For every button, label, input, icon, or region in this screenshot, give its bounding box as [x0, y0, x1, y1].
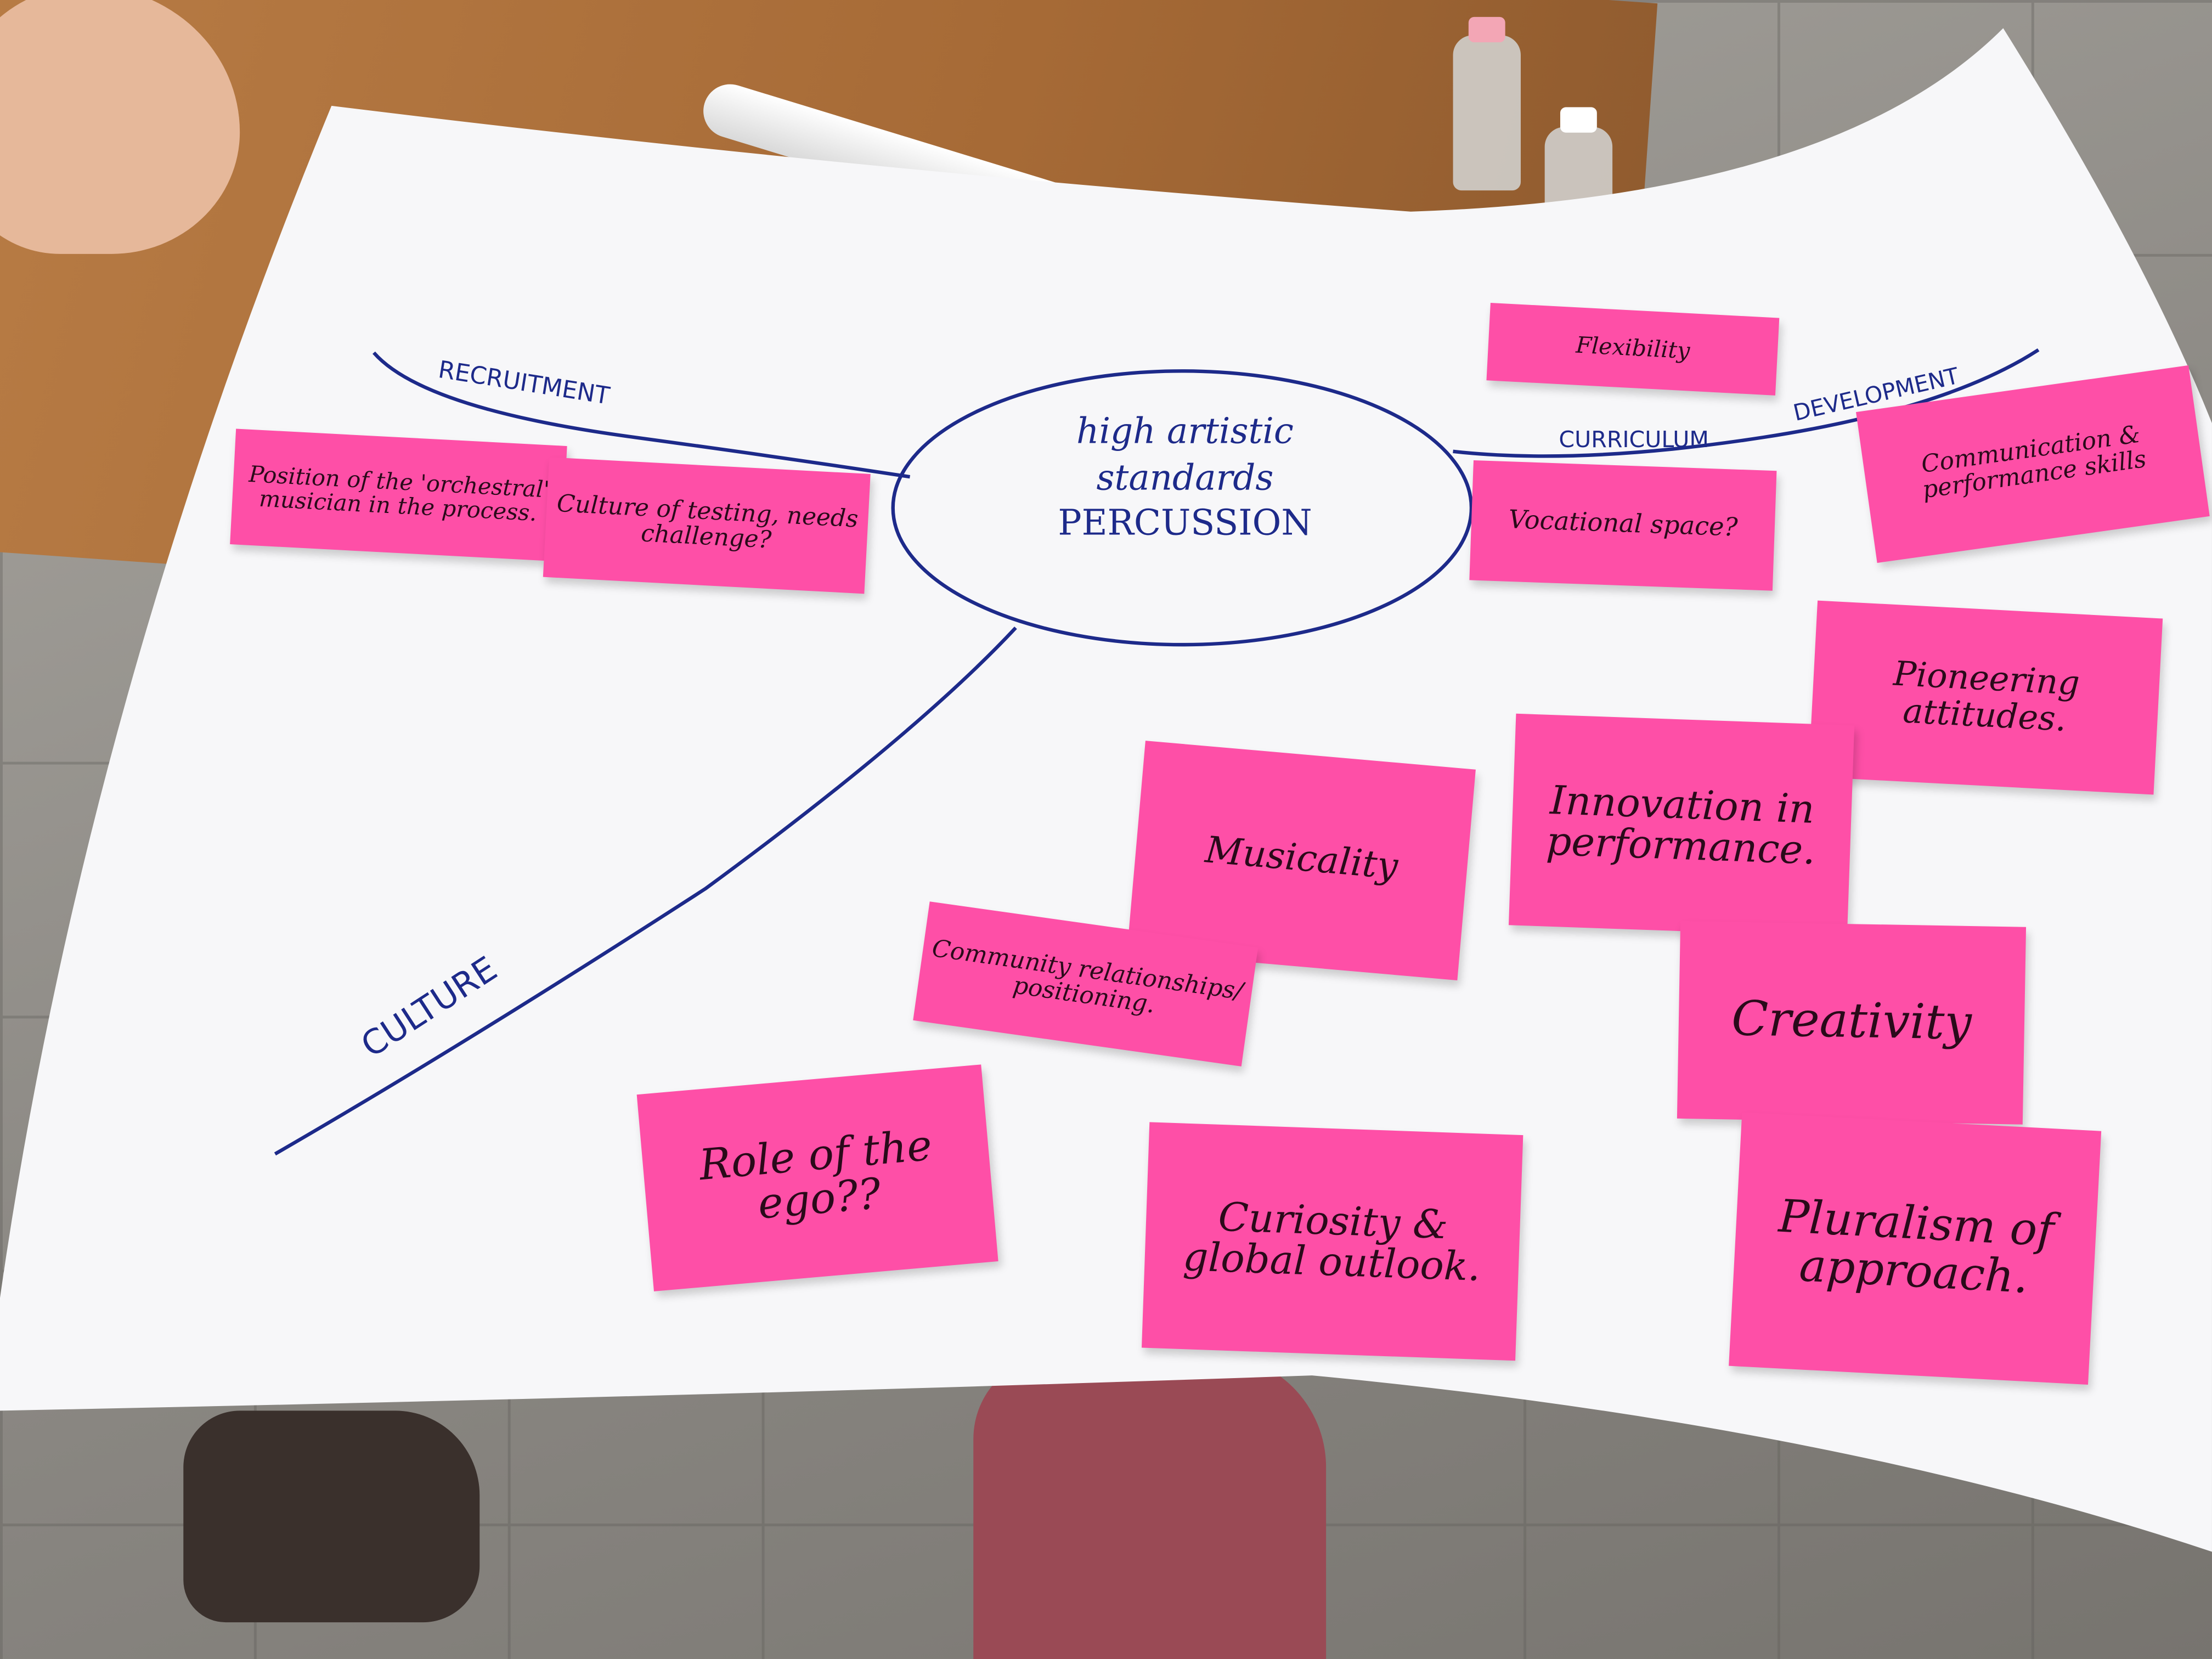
branch-label-curriculum: CURRICULUM: [1559, 426, 1709, 453]
shoe: [183, 1410, 480, 1623]
sticky-note: Pluralism of approach.: [1729, 1112, 2102, 1385]
hand: [0, 0, 240, 254]
sticky-note: Role of the ego??: [636, 1064, 998, 1291]
sticky-note: Vocational space?: [1469, 460, 1777, 591]
sticky-note: Pioneering attitudes.: [1808, 600, 2163, 795]
sticky-note: Flexibility: [1486, 303, 1780, 396]
bottle-cap: [1560, 107, 1597, 133]
center-line: high artistic: [1076, 410, 1294, 452]
center-line: PERCUSSION: [1058, 502, 1312, 543]
sticky-note: Creativity: [1677, 921, 2027, 1125]
sleeve: [973, 1354, 1327, 1659]
sticky-note: Curiosity & global outlook.: [1142, 1122, 1523, 1361]
central-topic: high artistic standards PERCUSSION: [1015, 409, 1354, 547]
water-bottle: [1453, 35, 1521, 191]
center-line: standards: [1096, 456, 1274, 498]
sticky-note: Innovation in performance.: [1508, 713, 1855, 937]
bottle-cap: [1468, 16, 1505, 43]
sticky-note: Culture of testing, needs challenge?: [543, 457, 871, 594]
sticky-note: Position of the 'orchestral' musician in…: [230, 428, 567, 562]
